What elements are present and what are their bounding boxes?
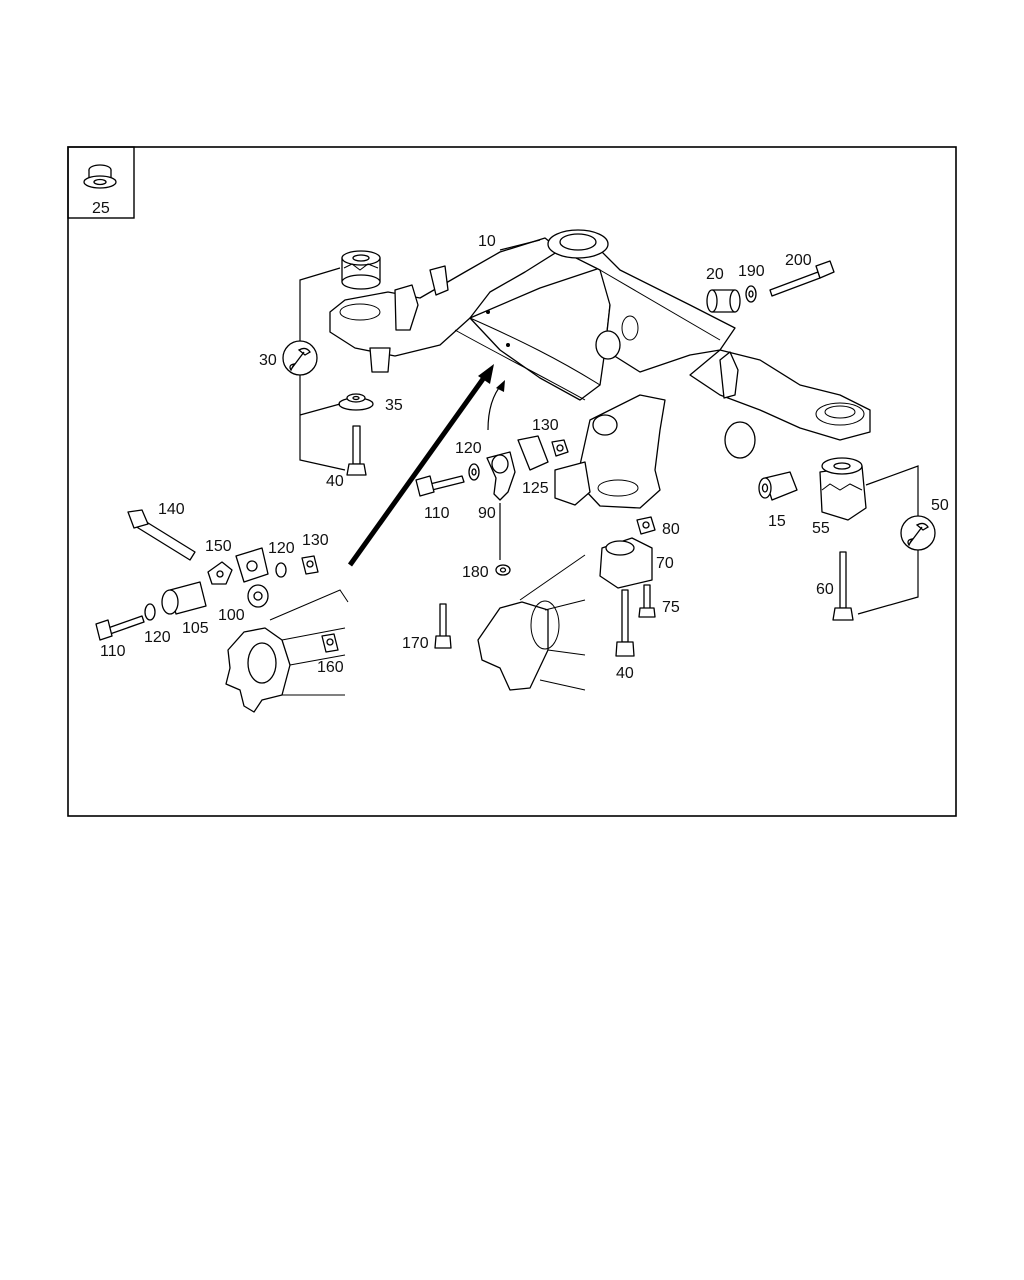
nut-part-130-left[interactable] bbox=[301, 555, 319, 575]
assembly-arrow bbox=[347, 370, 491, 567]
washer-part-120-mid[interactable] bbox=[468, 463, 480, 481]
bushing-part-100[interactable] bbox=[247, 584, 269, 608]
mount-part-55[interactable] bbox=[819, 457, 867, 521]
label-190: 190 bbox=[738, 263, 765, 280]
label-75: 75 bbox=[662, 599, 680, 616]
washer-part-120-low[interactable] bbox=[144, 603, 156, 621]
washer-part-120-left[interactable] bbox=[275, 562, 287, 578]
label-110-mid: 110 bbox=[424, 505, 450, 522]
upper-left-bushing-stack[interactable] bbox=[338, 250, 381, 476]
bolt-part-200[interactable] bbox=[769, 260, 835, 297]
label-130-left: 130 bbox=[302, 532, 329, 549]
label-50: 50 bbox=[931, 497, 949, 514]
eccentric-washer-part-150[interactable] bbox=[207, 561, 233, 585]
differential-housing-right bbox=[477, 554, 586, 691]
label-60: 60 bbox=[816, 581, 834, 598]
label-120-low: 120 bbox=[144, 629, 171, 646]
spacer-part-20[interactable] bbox=[706, 289, 741, 313]
label-180: 180 bbox=[462, 564, 489, 581]
wrench-icon bbox=[907, 522, 929, 547]
bolt-part-75[interactable] bbox=[638, 584, 656, 618]
link-part-90[interactable] bbox=[486, 451, 516, 501]
grommet-part-25[interactable] bbox=[83, 164, 117, 189]
label-105: 105 bbox=[182, 620, 209, 637]
label-80: 80 bbox=[662, 521, 680, 538]
label-120-left: 120 bbox=[268, 540, 295, 557]
label-130-mid: 130 bbox=[532, 417, 559, 434]
bolt-part-170[interactable] bbox=[434, 603, 452, 649]
label-90: 90 bbox=[478, 505, 496, 522]
washer-part-180[interactable] bbox=[495, 564, 511, 576]
label-15: 15 bbox=[768, 513, 786, 530]
bracket-part-150b[interactable] bbox=[235, 547, 269, 583]
label-30: 30 bbox=[259, 352, 277, 369]
bushing-part-15[interactable] bbox=[758, 471, 798, 501]
label-40-left: 40 bbox=[326, 473, 344, 490]
washer-part-190[interactable] bbox=[745, 285, 757, 303]
diagram-frame bbox=[67, 146, 957, 817]
label-170: 170 bbox=[402, 635, 429, 652]
nut-part-130-mid[interactable] bbox=[551, 439, 569, 457]
label-70: 70 bbox=[656, 555, 674, 572]
inset-box: 25 bbox=[67, 146, 135, 219]
plate-part-125[interactable] bbox=[517, 435, 549, 471]
bolt-part-110-low[interactable] bbox=[95, 615, 145, 641]
label-120-mid: 120 bbox=[455, 440, 482, 457]
label-20: 20 bbox=[706, 266, 724, 283]
bolt-part-140[interactable] bbox=[127, 509, 196, 561]
bolt-part-60[interactable] bbox=[832, 551, 854, 621]
mount-part-70[interactable] bbox=[599, 537, 653, 589]
label-40-mid: 40 bbox=[616, 665, 634, 682]
hub-carrier-left bbox=[225, 589, 349, 713]
nut-part-160[interactable] bbox=[321, 633, 339, 653]
label-125: 125 bbox=[522, 480, 549, 497]
label-35: 35 bbox=[385, 397, 403, 414]
bushing-part-105[interactable] bbox=[161, 581, 207, 615]
nut-part-80[interactable] bbox=[636, 516, 656, 535]
wrench-icon bbox=[289, 347, 311, 372]
label-110-low: 110 bbox=[100, 643, 126, 660]
label-140: 140 bbox=[158, 501, 185, 518]
label-200: 200 bbox=[785, 252, 812, 269]
label-150: 150 bbox=[205, 538, 232, 555]
bolt-part-110-mid[interactable] bbox=[415, 475, 465, 497]
rear-axle-subframe[interactable] bbox=[329, 229, 871, 509]
label-10: 10 bbox=[478, 233, 496, 250]
label-160: 160 bbox=[317, 659, 344, 676]
label-100: 100 bbox=[218, 607, 245, 624]
inset-part-number: 25 bbox=[92, 200, 110, 217]
label-55: 55 bbox=[812, 520, 830, 537]
bolt-part-40-mid[interactable] bbox=[615, 589, 635, 657]
